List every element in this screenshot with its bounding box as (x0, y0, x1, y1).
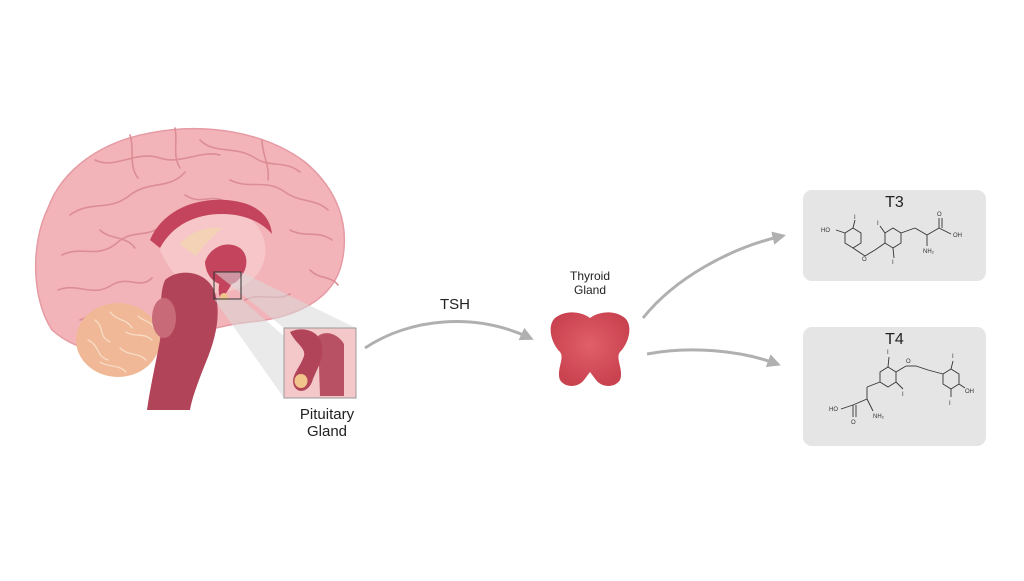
t4-atom-i3: I (952, 354, 954, 360)
arrow-pituitary-to-thyroid (364, 320, 534, 350)
thyroid-gland (550, 312, 630, 386)
t4-atom-i4: I (949, 401, 951, 407)
t3-atom-oh: OH (953, 233, 962, 239)
pituitary-label-line2: Gland (306, 423, 348, 441)
thyroid-label-line1: Thyroid (569, 269, 610, 283)
t3-atom-i1: I (854, 215, 856, 221)
zoom-source-frame (213, 271, 242, 300)
pituitary-gland-label: Pituitary Gland (262, 406, 392, 441)
t4-title: T4 (885, 331, 904, 348)
t3-atom-i2: I (877, 221, 879, 227)
t3-atom-o-ether: O (862, 257, 867, 263)
fornix (180, 227, 222, 256)
t4-box: T4 I O (803, 327, 986, 446)
arrow-thyroid-to-t3 (641, 231, 786, 319)
t4-atom-o-ether: O (906, 359, 911, 365)
t3-atom-i3: I (892, 260, 894, 266)
pons (152, 298, 176, 338)
arrow-thyroid-to-t4 (646, 348, 781, 367)
tsh-label: TSH (440, 296, 470, 313)
t3-box: T3 HO I O I (803, 190, 986, 281)
thyroid-gland-label: Thyroid Gland (548, 269, 632, 298)
t4-atom-o-acid: O (851, 420, 856, 426)
t3-atom-o-acid: O (937, 212, 942, 218)
pituitary-label-line1: Pituitary (299, 406, 355, 423)
t3-title: T3 (885, 194, 904, 211)
t4-atom-nh2: NH₂ (873, 414, 885, 420)
t3-structure: HO I O I I O OH NH₂ (821, 212, 962, 266)
zoom-indicator (213, 271, 357, 399)
thyroid-label-line2: Gland (573, 282, 607, 297)
t3-atom-ho: HO (821, 228, 830, 234)
cerebellum (76, 303, 160, 377)
t4-atom-i1: I (887, 350, 889, 356)
corpus-callosum (150, 199, 272, 248)
t4-structure: I O I I OH I HO O NH₂ (829, 350, 974, 426)
t3-atom-nh2: NH₂ (923, 249, 935, 255)
t4-atom-i2: I (902, 392, 904, 398)
t4-atom-oh: OH (965, 389, 974, 395)
t4-atom-ho: HO (829, 407, 838, 413)
